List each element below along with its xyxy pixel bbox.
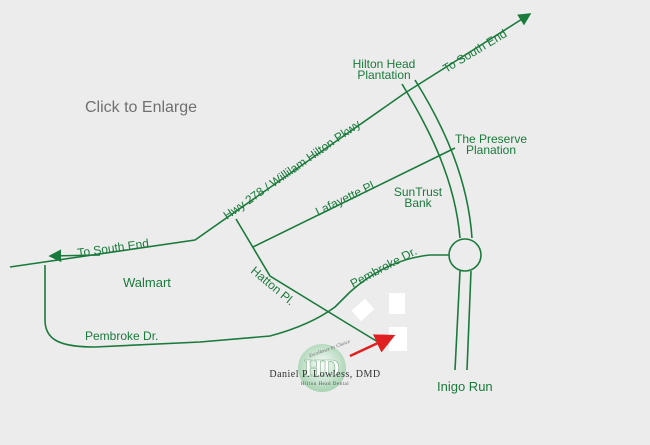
office-marker-arrow [349,334,396,358]
logo-name: Daniel P. Lowless, DMD [269,369,380,380]
building-1 [389,293,405,314]
hilton-head-road-left [401,83,461,239]
roundabout [448,238,482,272]
pembroke-lower-label: Pembroke Dr. [85,329,158,343]
practice-logo: HD Excellence by Choice Daniel P. Lowles… [269,340,380,392]
pembroke-upper-road [44,254,449,348]
building-3 [351,298,375,322]
suntrust-label-2: Bank [404,196,432,210]
lafayette-label: Lafayette Pl [313,178,376,218]
to-south-end-ne-label: To South End [440,26,509,75]
hatton-label: Hatton Pl. [248,264,297,309]
inigo-run-label: Inigo Run [437,379,493,394]
logo-monogram: HD [304,356,340,382]
inigo-run-road-left [454,270,461,371]
to-south-end-arrow [48,249,101,263]
walmart-label: Walmart [123,275,171,290]
hilton-head-label-2: Plantation [357,68,410,82]
to-south-end-w-label: To South End [76,236,149,260]
preserve-label-1: The Preserve [455,132,527,146]
logo-subtitle: Hilton Head Dental [301,382,349,387]
suntrust-label-1: SunTrust [394,185,443,199]
lafayette-road [252,147,456,248]
hilton-head-road-right [414,79,473,239]
pembroke-upper-label: Pembroke Dr. [348,244,419,291]
hwy-278-road [9,13,532,268]
inigo-run-road-right [466,270,472,371]
preserve-label-2: Planation [466,143,516,157]
building-2 [389,327,407,351]
hilton-head-label-1: Hilton Head [353,57,416,71]
click-to-enlarge-link[interactable]: Click to Enlarge [85,99,197,116]
